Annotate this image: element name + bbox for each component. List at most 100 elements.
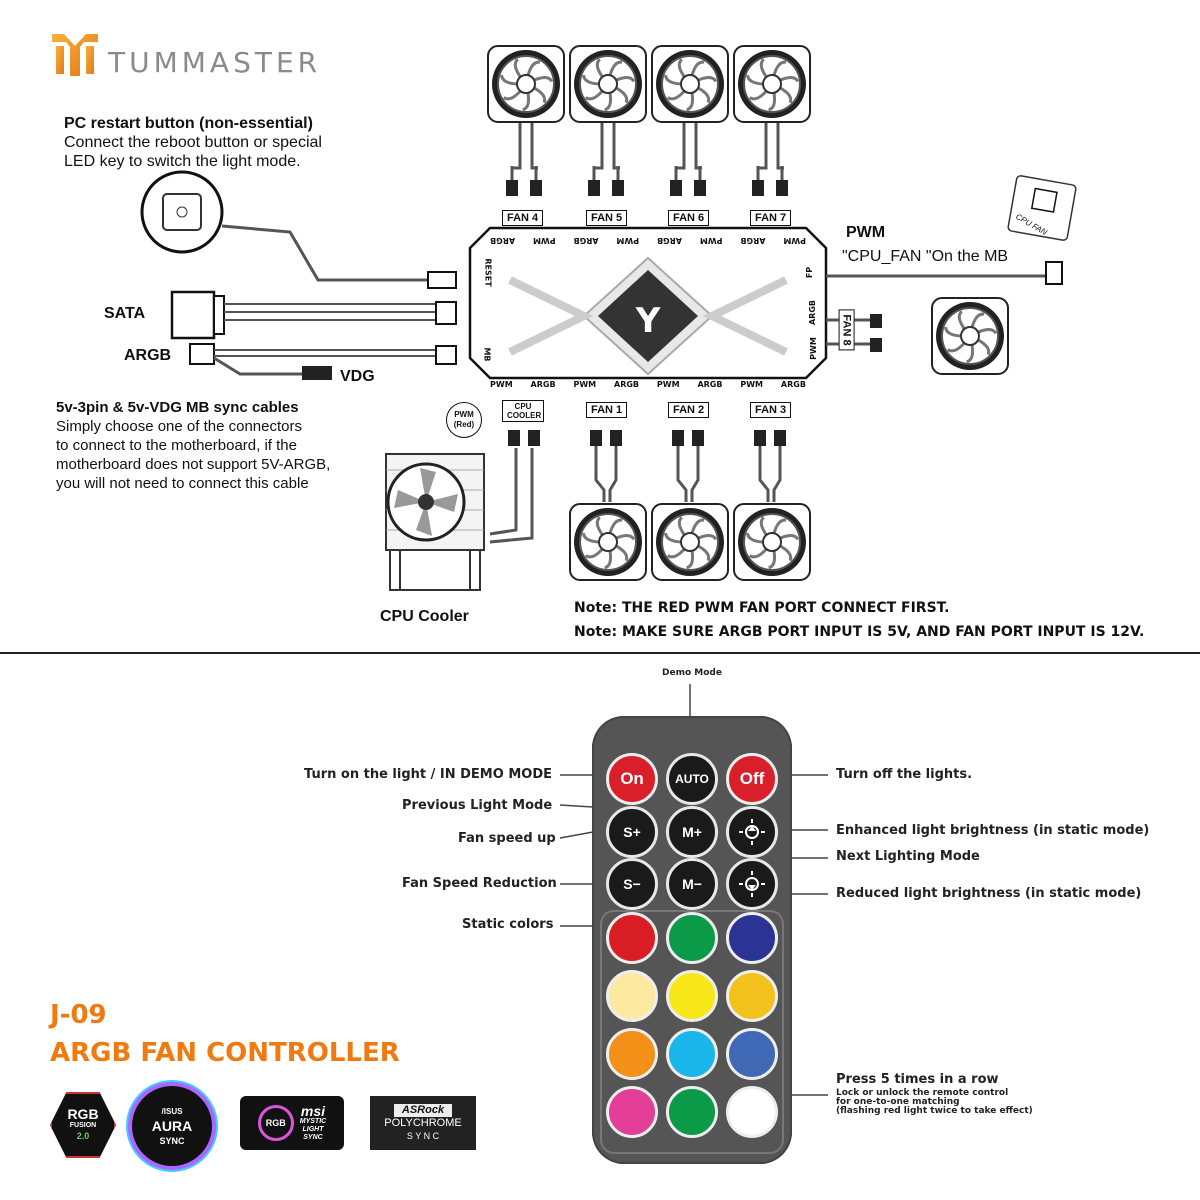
speed-up-button[interactable]: S+: [606, 806, 658, 858]
fan-top-connector-pwm-3: [752, 180, 764, 196]
mystic-text-1: MYSTIC: [299, 1118, 327, 1125]
brightness-down-button[interactable]: [726, 858, 778, 910]
fan-top-connector-argb-0: [530, 180, 542, 196]
section-divider: [0, 652, 1200, 654]
on-button[interactable]: On: [606, 753, 658, 805]
static-colors-label: Static colors: [462, 917, 554, 932]
fan-top-2: [651, 45, 729, 123]
press5-line-2: for one-to-one matching: [836, 1097, 960, 1107]
static-color-button-1[interactable]: [606, 912, 658, 964]
fan-bottom-2: [733, 503, 811, 581]
hub-pwm-port: PWM: [808, 337, 818, 360]
fan-bottom-connector-pwm-1: [672, 430, 684, 446]
cpu-cooler-label: CPU Cooler: [380, 608, 469, 625]
rgb-fusion-badge: RGB FUSION 2.0: [50, 1092, 116, 1158]
static-color-button-2[interactable]: [666, 912, 718, 964]
polychrome-sync-text: S Y N C: [406, 1130, 440, 1141]
fan-top-connector-pwm-2: [670, 180, 682, 196]
static-color-button-3[interactable]: [726, 912, 778, 964]
fan-bottom-wire-a-1: [676, 446, 688, 502]
fans-diagram: [487, 45, 1009, 581]
cpu-cooler-image: [385, 453, 485, 591]
argb-label: ARGB: [124, 347, 172, 364]
enhanced-label: Enhanced light brightness (in static mod…: [836, 823, 1150, 838]
static-color-button-10[interactable]: [606, 1086, 658, 1138]
hub-top-port-0: PWM: [783, 236, 806, 245]
msi-rgb-text: RGB: [257, 1105, 294, 1141]
fan-8-label: FAN 8: [838, 309, 855, 351]
mode-next-button[interactable]: M+: [666, 806, 718, 858]
static-color-button-5[interactable]: [666, 970, 718, 1022]
note-1: Note: THE RED PWM FAN PORT CONNECT FIRST…: [574, 600, 950, 616]
fusion-text: FUSION: [69, 1121, 97, 1129]
pwm-mb-label: "CPU_FAN "On the MB: [842, 248, 1009, 265]
press5-line-1: Lock or unlock the remote control: [836, 1088, 1009, 1098]
restart-title: PC restart button (non-essential): [64, 115, 313, 132]
fan-7-label: FAN 7: [750, 210, 792, 226]
asrock-polychrome-badge: ASRock POLYCHROME S Y N C: [370, 1096, 476, 1150]
hub-bottom-port-3: ARGB: [614, 380, 640, 389]
fan-8: [931, 297, 1009, 375]
sync-line-1: Simply choose one of the connectors: [56, 418, 302, 435]
brightness-up-button[interactable]: [726, 806, 778, 858]
prev-mode-label: Previous Light Mode: [402, 798, 553, 813]
fan-bottom-wire-b-1: [690, 446, 700, 502]
speed-down-button[interactable]: S−: [606, 858, 658, 910]
brightness-up-icon: [739, 819, 765, 845]
fan-top-0: [487, 45, 565, 123]
hub-fp-port: FP: [805, 266, 815, 279]
off-button[interactable]: Off: [726, 753, 778, 805]
static-color-button-7[interactable]: [606, 1028, 658, 1080]
cpu-cooler-port-label: CPU COOLER: [502, 400, 544, 422]
static-color-button-6[interactable]: [726, 970, 778, 1022]
fusion-version: 2.0: [76, 1130, 90, 1141]
press5-line-3: (flashing red light twice to take effect…: [836, 1106, 1033, 1116]
fan-top-cable-2: [676, 122, 702, 170]
hub-bottom-port-0: PWM: [490, 380, 513, 389]
static-color-button-8[interactable]: [666, 1028, 718, 1080]
msi-mystic-badge: RGB msi MYSTIC LIGHT SYNC: [240, 1096, 344, 1150]
hub-bottom-port-4: PWM: [656, 380, 680, 389]
fan-top-1: [569, 45, 647, 123]
hub-bottom-port-5: ARGB: [697, 380, 723, 389]
aura-text: AURA: [151, 1117, 193, 1134]
restart-line-1: Connect the reboot button or special: [64, 134, 322, 151]
sync-line-2: to connect to the motherboard, if the: [56, 437, 297, 454]
fan-bottom-wire-b-0: [608, 446, 618, 502]
hub-top-port-3: ARGB: [656, 236, 682, 245]
fan-bottom-wire-a-0: [594, 446, 606, 502]
msi-text-group: msi MYSTIC LIGHT SYNC: [300, 1104, 326, 1142]
fan-top-3: [733, 45, 811, 123]
fan-2-label: FAN 2: [668, 402, 710, 418]
hub-top-port-2: PWM: [699, 236, 723, 245]
hub-bottom-port-7: ARGB: [780, 380, 806, 389]
hub-argb-port: ARGB: [808, 299, 818, 326]
polychrome-text: POLYCHROME: [384, 1116, 462, 1129]
svg-text:Y: Y: [635, 301, 661, 341]
msi-text: msi: [300, 1103, 326, 1119]
fan-top-connector-pwm-0: [506, 180, 518, 196]
next-mode-label: Next Lighting Mode: [836, 849, 980, 864]
mystic-text-3: SYNC: [303, 1134, 323, 1141]
reduced-label: Reduced light brightness (in static mode…: [836, 886, 1142, 901]
fan-top-connector-argb-1: [612, 180, 624, 196]
static-color-button-9[interactable]: [726, 1028, 778, 1080]
fan-bottom-0: [569, 503, 647, 581]
brand-logo-icon: [52, 34, 98, 76]
fan-down-label: Fan Speed Reduction: [402, 876, 557, 891]
brand-name: TUMMASTER: [108, 46, 322, 79]
mode-prev-button[interactable]: M−: [666, 858, 718, 910]
asus-text: /ISUS: [161, 1106, 183, 1116]
static-color-button-12[interactable]: [726, 1086, 778, 1138]
press5-label: Press 5 times in a row: [836, 1072, 999, 1087]
cpu-cooler-connector-pwm: [508, 430, 520, 446]
wiring-diagram: Y: [140, 170, 1077, 544]
auto-button[interactable]: AUTO: [666, 753, 718, 805]
static-color-button-4[interactable]: [606, 970, 658, 1022]
aura-sync-text: SYNC: [159, 1135, 185, 1146]
demo-mode-label: Demo Mode: [662, 668, 722, 678]
hub-mb-port: MB: [482, 347, 492, 362]
static-color-button-11[interactable]: [666, 1086, 718, 1138]
pwm-red-sub: (Red): [453, 420, 475, 429]
note-2: Note: MAKE SURE ARGB PORT INPUT IS 5V, A…: [574, 624, 1145, 640]
